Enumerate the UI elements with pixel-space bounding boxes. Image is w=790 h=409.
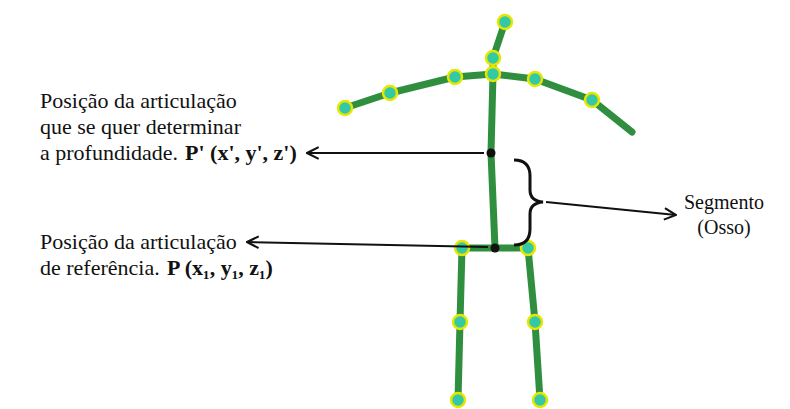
coordinate-label: P (x₁, y₁, z₁) (167, 255, 273, 281)
joint-dot (533, 393, 547, 407)
segment-brace (514, 160, 543, 245)
joint-dot (455, 241, 469, 255)
skeleton-joints (338, 15, 599, 407)
segment-label: Segmento (Osso) (668, 190, 780, 240)
leader-arrow (546, 202, 676, 215)
joint-dot (453, 315, 467, 329)
joint-dot (528, 72, 542, 86)
reference-joint-dot (491, 244, 500, 253)
joint-dot (528, 315, 542, 329)
joint-dot (486, 67, 500, 81)
coordinate-label: P' (x', y', z') (185, 140, 297, 166)
joint-dot (585, 93, 599, 107)
joint-dot (498, 15, 512, 29)
joint-dot (448, 70, 462, 84)
joint-dot (486, 51, 500, 65)
target-joint-dot (487, 149, 496, 158)
joint-dot (451, 393, 465, 407)
leader-arrow (247, 242, 488, 247)
joint-dot (338, 101, 352, 115)
spine-bone (491, 74, 495, 248)
left-arm-bone (345, 74, 493, 108)
right-arm-bone (493, 74, 632, 132)
leader-arrow (307, 152, 484, 154)
joint-dot (383, 86, 397, 100)
skeleton-bones (345, 22, 632, 400)
